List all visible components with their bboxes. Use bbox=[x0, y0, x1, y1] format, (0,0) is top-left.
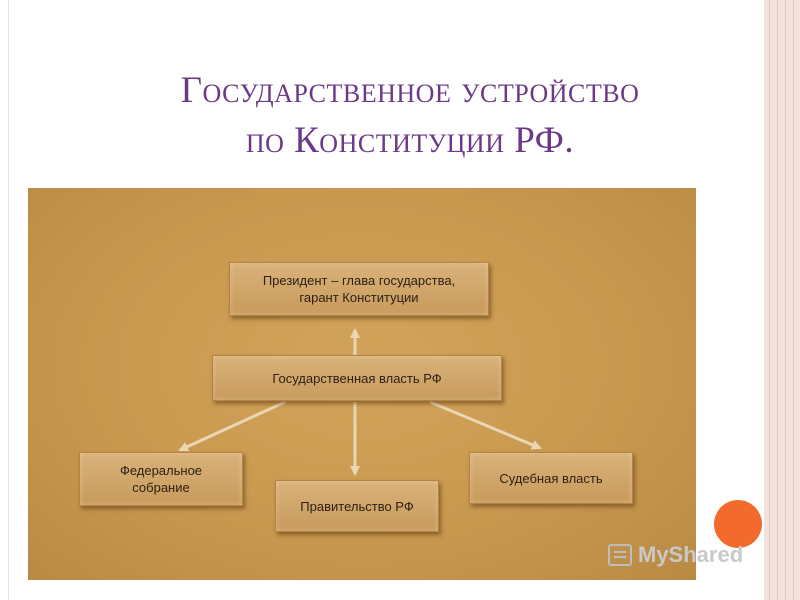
government-box: Правительство РФ bbox=[275, 480, 439, 532]
judicial-box: Судебная власть bbox=[469, 452, 633, 504]
president-line-1: Президент – глава государства, bbox=[262, 273, 456, 288]
watermark-text: MyShared bbox=[638, 542, 744, 567]
state-power-label: Государственная власть РФ bbox=[272, 370, 442, 386]
orange-accent-circle bbox=[714, 500, 762, 548]
president-box: Президент – глава государства, гарант Ко… bbox=[229, 262, 489, 316]
presentation-board-icon bbox=[608, 544, 632, 566]
government-label: Правительство РФ bbox=[300, 498, 414, 514]
title-line-2: по Конституции РФ. bbox=[245, 120, 575, 161]
federal-assembly-box: Федеральное собрание bbox=[79, 452, 243, 506]
state-power-box: Государственная власть РФ bbox=[212, 355, 502, 401]
federal-assembly-line-1: Федеральное bbox=[119, 463, 203, 478]
judicial-label: Судебная власть bbox=[499, 470, 603, 486]
federal-assembly-line-2: собрание bbox=[132, 480, 190, 495]
myshared-watermark: MyShared bbox=[608, 538, 743, 572]
slide-title: Государственное устройство по Конституци… bbox=[40, 66, 780, 166]
title-line-1: Государственное устройство bbox=[180, 70, 640, 111]
right-decorative-frame bbox=[764, 0, 800, 600]
left-frame-line bbox=[8, 0, 9, 600]
president-line-2: гарант Конституции bbox=[299, 290, 419, 305]
